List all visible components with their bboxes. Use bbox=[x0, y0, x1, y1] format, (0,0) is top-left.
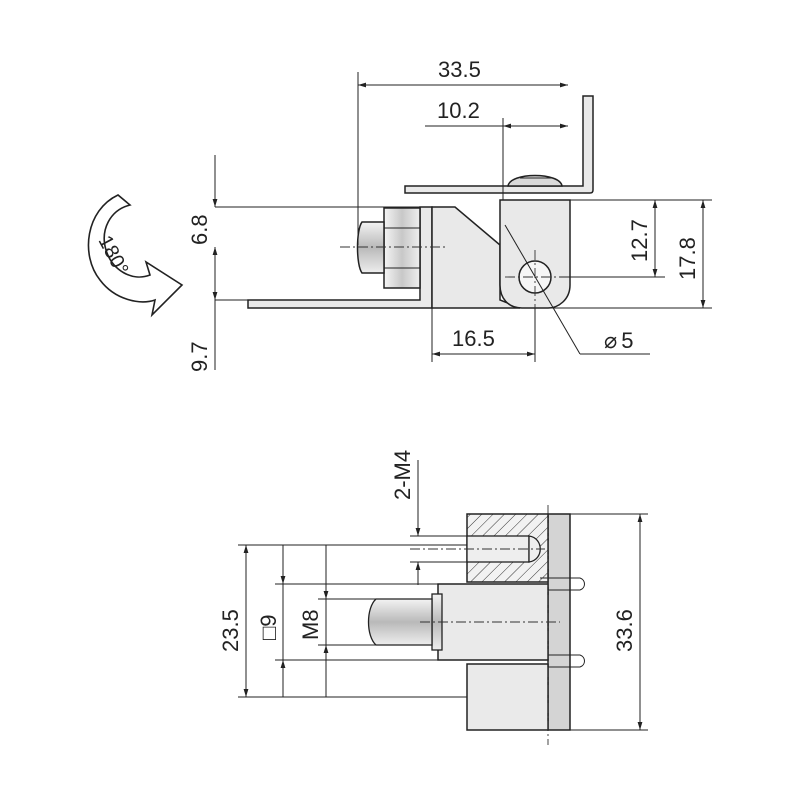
dim-bracket-offset: 10.2 bbox=[437, 98, 480, 123]
hinge-pin-ring bbox=[540, 577, 585, 591]
diameter-symbol: ⌀ bbox=[604, 328, 617, 353]
dim-square-size: □9 bbox=[256, 614, 281, 640]
screw-head bbox=[507, 174, 563, 187]
hole-leader bbox=[504, 224, 581, 355]
hinge-pin-ring bbox=[520, 654, 585, 668]
top-leaf bbox=[404, 95, 594, 194]
dim-screw-spec: 2-M4 bbox=[390, 450, 415, 500]
dim-overall-width: 33.5 bbox=[438, 57, 481, 82]
dim-screw-spacing: 23.5 bbox=[218, 609, 243, 652]
top-view: 180° 33.5 10.2 bbox=[87, 57, 712, 372]
dim-front-total-height: 33.6 bbox=[612, 609, 637, 652]
screw-head-section bbox=[528, 535, 541, 563]
dim-pivot-height: 12.7 bbox=[627, 219, 652, 262]
dim-base-length: 16.5 bbox=[452, 326, 495, 351]
hole-diameter-value: 5 bbox=[621, 328, 633, 353]
dim-total-height: 17.8 bbox=[675, 237, 700, 280]
dim-thread-spec: M8 bbox=[298, 609, 323, 640]
stud bbox=[356, 221, 385, 274]
dim-hole-diameter: ⌀5 bbox=[604, 328, 634, 353]
square-symbol: □ bbox=[256, 627, 281, 640]
front-view: 2-M4 23.5 □9 M8 33.6 bbox=[218, 450, 648, 745]
dim-stud-upper-height: 6.8 bbox=[187, 214, 212, 245]
rotation-arrow-icon bbox=[87, 194, 184, 318]
square-size-value: 9 bbox=[256, 614, 281, 626]
lower-knuckle bbox=[466, 663, 549, 731]
dim-stud-lower-height: 9.7 bbox=[187, 341, 212, 372]
nut bbox=[383, 207, 421, 289]
